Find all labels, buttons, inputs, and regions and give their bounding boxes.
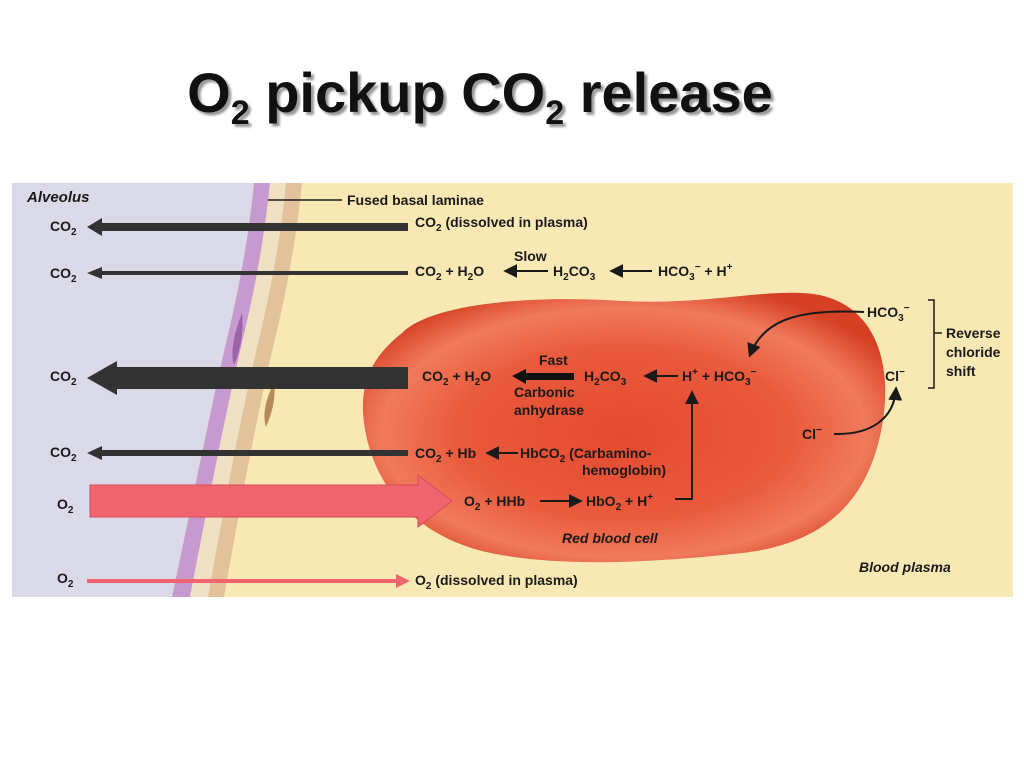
- o2-hemoglobin-arrow: [89, 473, 453, 529]
- row-fast-carbonic-acid: H2CO3: [584, 368, 627, 388]
- co2-slow-arrow: [87, 267, 408, 279]
- row-o2-dissolved: O2 (dissolved in plasma): [415, 572, 578, 592]
- left-co2-label-4: CO2: [50, 444, 77, 464]
- fast-label: Fast: [539, 352, 568, 368]
- left-co2-label-1: CO2: [50, 218, 77, 238]
- alveolus-label: Alveolus: [26, 189, 90, 206]
- shift-label: shift: [946, 363, 976, 379]
- slide-title: O2 pickup CO2 release: [187, 61, 773, 133]
- left-co2-label-3: CO2: [50, 368, 77, 388]
- row-carbamino-right: HbCO2 (Carbamino-: [520, 445, 652, 465]
- row-oxyhemoglobin-right: HbO2 + H+: [586, 492, 653, 513]
- left-o2-label-2: O2: [57, 570, 74, 590]
- co2-dissolved-arrow: [87, 218, 408, 236]
- co2-carbamino-arrow: [87, 446, 408, 460]
- row-oxyhemoglobin-left: O2 + HHb: [464, 493, 525, 513]
- blood-plasma-label: Blood plasma: [859, 559, 951, 575]
- row-slow-bicarbonate: HCO3− + H+: [658, 262, 733, 283]
- epithelial-nucleus: [232, 313, 243, 365]
- chloride-outflow-arrow: [833, 386, 903, 436]
- hemoglobin-label: hemoglobin): [582, 462, 666, 478]
- slow-label: Slow: [514, 248, 547, 264]
- chloride-cl-inside: Cl−: [885, 367, 905, 384]
- row-fast-reaction-left: CO2 + H2O: [422, 368, 491, 388]
- gas-exchange-diagram: Alveolus Fused basal laminae CO2 CO2 CO2…: [12, 183, 1013, 597]
- chloride-cl-outside: Cl−: [802, 425, 822, 442]
- carbonic-label: Carbonic: [514, 384, 575, 400]
- anhydrase-label: anhydrase: [514, 402, 584, 418]
- co2-fast-arrow: [87, 361, 408, 395]
- row-slow-reaction-left: CO2 + H2O: [415, 263, 484, 283]
- rbc-label: Red blood cell: [562, 530, 659, 546]
- row-co2-dissolved: CO2 (dissolved in plasma): [415, 214, 588, 234]
- row-carbamino-left: CO2 + Hb: [415, 445, 476, 465]
- row-slow-carbonic-acid: H2CO3: [553, 263, 596, 283]
- row-fast-ions: H+ + HCO3−: [682, 367, 757, 388]
- left-o2-label-1: O2: [57, 496, 74, 516]
- chloride-hco3: HCO3−: [867, 303, 910, 324]
- chloride-shift-bracket: [928, 299, 935, 389]
- bicarbonate-inflow-arrow: [747, 310, 865, 358]
- left-co2-label-2: CO2: [50, 265, 77, 285]
- o2-dissolved-arrow: [87, 574, 410, 588]
- fast-arrow: [512, 369, 574, 384]
- fused-laminae-label: Fused basal laminae: [347, 192, 484, 208]
- reverse-label: Reverse: [946, 325, 1001, 341]
- red-blood-cell: [362, 292, 886, 563]
- endothelial-nucleus: [264, 383, 275, 427]
- proton-upward-arrow: [675, 390, 699, 500]
- chloride-label: chloride: [946, 344, 1001, 360]
